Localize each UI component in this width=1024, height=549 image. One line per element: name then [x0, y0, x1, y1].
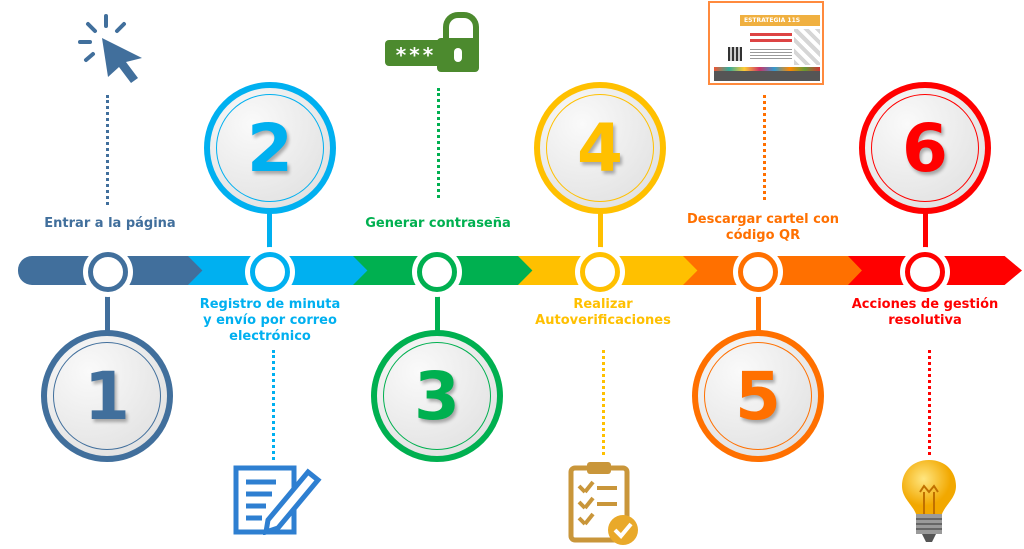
step-number-6: 6	[902, 109, 948, 187]
dotted-line-3	[437, 88, 440, 198]
clipboard-check-icon	[568, 462, 638, 545]
step-number-5: 5	[735, 357, 781, 435]
cursor-click-icon	[78, 14, 142, 83]
step-label-5: Descargar cartel con código QR	[686, 212, 840, 243]
poster-qr-icon: ESTRATEGIA 11S	[708, 1, 824, 85]
timeline-node-3	[417, 252, 457, 292]
poster-title: ESTRATEGIA 11S	[740, 15, 820, 26]
step-number-3: 3	[414, 357, 460, 435]
step-number-2: 2	[247, 109, 293, 187]
stem-4	[598, 210, 603, 255]
stem-6	[923, 210, 928, 255]
step-label-4: Realizar Autoverificaciones	[535, 297, 671, 328]
document-pen-icon	[233, 465, 322, 535]
step-circle-1: 1	[41, 330, 173, 462]
stem-5	[756, 285, 761, 335]
timeline-node-1	[88, 252, 128, 292]
lightbulb-icon	[902, 460, 956, 542]
dotted-line-6	[928, 350, 931, 455]
poster-watermark	[794, 29, 820, 65]
dotted-line-5	[763, 95, 766, 200]
step-label-2: Registro de minuta y envío por correo el…	[199, 297, 341, 344]
timeline-node-6	[905, 252, 945, 292]
step-number-4: 4	[577, 109, 623, 187]
qr-code	[728, 47, 742, 61]
step-circle-6: 6	[859, 82, 991, 214]
step-label-1: Entrar a la página	[44, 216, 176, 231]
step-label-3: Generar contraseña	[365, 216, 511, 231]
step-circle-2: 2	[204, 82, 336, 214]
step-number-1: 1	[84, 357, 130, 435]
timeline-node-5	[738, 252, 778, 292]
dotted-line-4	[602, 350, 605, 455]
password-lock-icon: ***	[385, 12, 485, 72]
step-circle-5: 5	[692, 330, 824, 462]
dotted-line-2	[272, 350, 275, 460]
stem-1	[105, 285, 110, 335]
timeline-node-2	[250, 252, 290, 292]
step-circle-3: 3	[371, 330, 503, 462]
timeline-node-4	[580, 252, 620, 292]
step-circle-4: 4	[534, 82, 666, 214]
step-label-6: Acciones de gestión resolutiva	[851, 297, 999, 328]
dotted-line-1	[106, 95, 109, 205]
stem-2	[267, 210, 272, 255]
password-mask: ***	[385, 40, 447, 67]
stem-3	[435, 285, 440, 335]
